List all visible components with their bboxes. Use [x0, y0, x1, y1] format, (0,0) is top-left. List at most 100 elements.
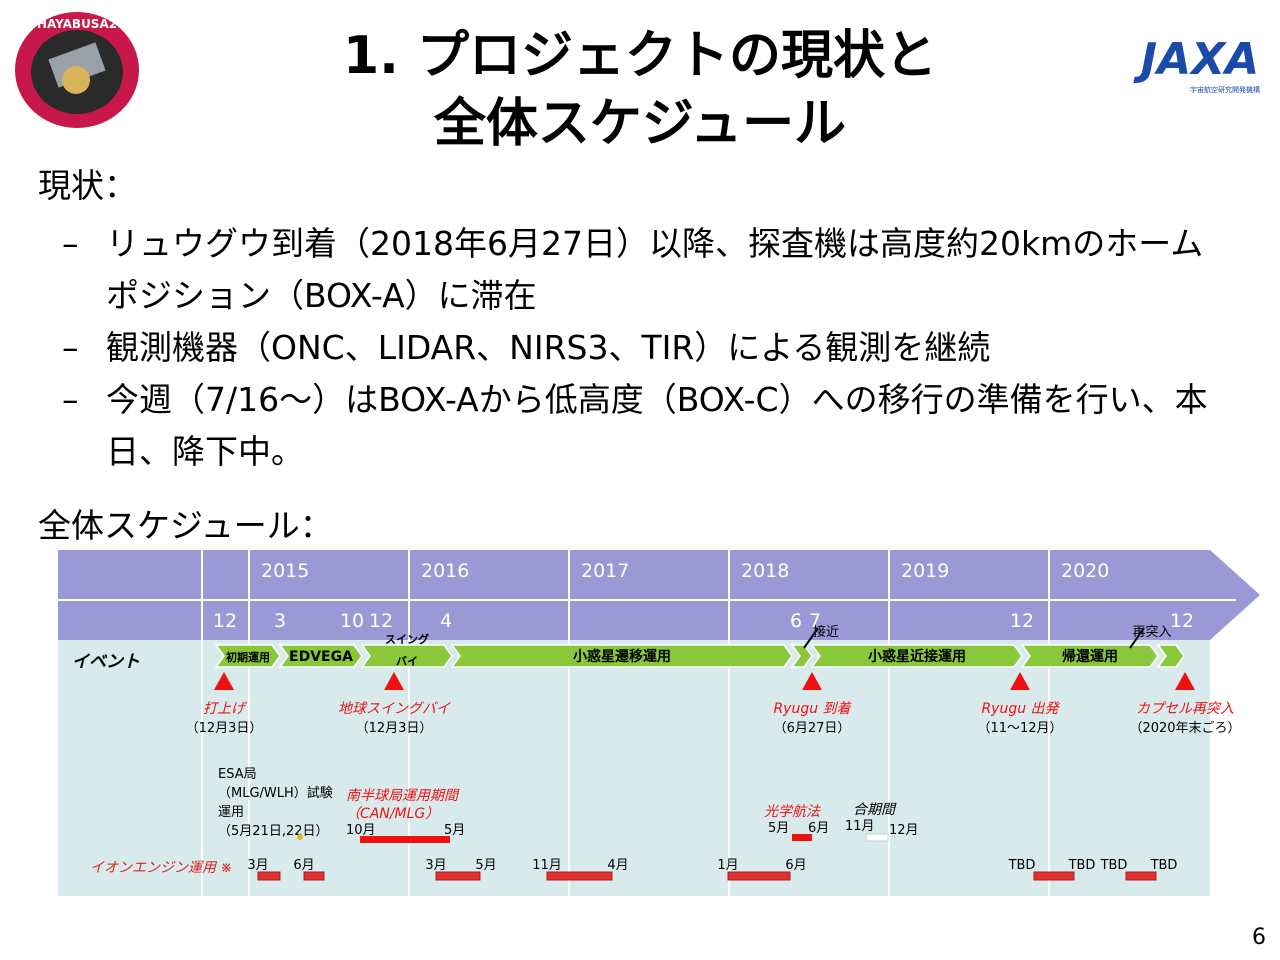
bullet-dash: – [62, 224, 79, 263]
milestone-date: （11～12月） [977, 721, 1062, 736]
month-label: 12 [213, 610, 237, 632]
conjunction-bar [865, 833, 889, 842]
phase-label: 小惑星近接運用 [868, 648, 966, 665]
optical-nav-start: 5月 [768, 821, 789, 836]
milestone-triangle [214, 672, 234, 690]
year-label: 2018 [741, 560, 789, 582]
milestone-name: Ryugu 出発 [981, 701, 1060, 717]
ion-op-start: 11月 [532, 858, 562, 873]
esa-note-line: （MLG/WLH）試験 [218, 785, 333, 801]
ion-op-bar [257, 871, 281, 881]
month-label: 7 [809, 610, 821, 632]
southern-start-month: 10月 [346, 823, 376, 838]
ion-op-end: 6月 [785, 858, 806, 873]
marker-label: 接近 [813, 624, 839, 640]
phase-arrow [278, 644, 363, 668]
milestone-triangle [802, 672, 822, 690]
phase-arrow [450, 644, 793, 668]
optical-nav-end: 6月 [808, 821, 829, 836]
ion-op-bar [1125, 871, 1157, 881]
schedule-label: 全体スケジュール： [38, 506, 333, 545]
milestone-name: Ryugu 到着 [773, 701, 851, 717]
chart-body-background [58, 640, 1210, 896]
ion-op-start: TBD [1008, 858, 1036, 873]
milestone-name: 地球スイングバイ [338, 701, 451, 717]
bullet-text: 観測機器（ONC、LIDAR、NIRS3、TIR）による観測を継続 [106, 328, 991, 367]
svg-text:HAYABUSA2: HAYABUSA2 [37, 17, 117, 31]
bullet-text: リュウグウ到着（2018年6月27日）以降、探査機は高度約20kmのホームポジシ… [106, 224, 1204, 315]
milestone-triangle [1175, 672, 1195, 690]
jaxa-logo: JAXA 宇宙航空研究開発機構 [1125, 22, 1275, 112]
ion-op-end: TBD [1150, 858, 1178, 873]
conjunction-start: 11月 [845, 819, 875, 834]
phase-arrow [214, 644, 281, 668]
status-label: 現状： [38, 166, 137, 205]
esa-note-line: 運用 [218, 805, 244, 820]
milestone-name: 打上げ [203, 701, 248, 717]
bullet-dash: – [62, 380, 79, 419]
page-title: 1. プロジェクトの現状と 全体スケジュール [250, 22, 1030, 158]
svg-text:宇宙航空研究開発機構: 宇宙航空研究開発機構 [1190, 85, 1260, 94]
svg-text:JAXA: JAXA [1133, 34, 1259, 85]
phase-label: 小惑星遷移運用 [573, 648, 671, 665]
esa-note-line: ESA局 [218, 767, 257, 782]
title-line-2: 全体スケジュール [433, 94, 847, 154]
title-line-1: 1. プロジェクトの現状と [342, 26, 938, 86]
phase-label: 初期運用 [226, 650, 270, 664]
phase-arrow [810, 644, 1023, 668]
event-row-label: イベント [72, 652, 140, 672]
phase-arrow [790, 644, 813, 668]
milestone-date: （12月3日） [356, 721, 433, 736]
ion-op-start: 3月 [425, 858, 446, 873]
page-number: 6 [1252, 925, 1266, 950]
ion-op-start: TBD [1100, 858, 1128, 873]
ion-op-start: 1月 [717, 858, 738, 873]
chart-header-band [58, 550, 1260, 640]
month-label: 10 [340, 610, 364, 632]
phase-arrow [1020, 644, 1159, 668]
optical-nav-label: 光学航法 [764, 804, 821, 820]
bullet-dash: – [62, 328, 79, 367]
southern-station-label: （CAN/MLG） [346, 806, 439, 822]
milestone-triangle [384, 672, 404, 690]
month-label: 4 [440, 610, 452, 632]
year-label: 2020 [1061, 560, 1109, 582]
phase-label: スイング [385, 632, 429, 646]
year-label: 2019 [901, 560, 949, 582]
ion-op-end: 5月 [475, 858, 496, 873]
month-label: 3 [274, 610, 286, 632]
month-label: 12 [1170, 610, 1194, 632]
conjunction-end: 12月 [889, 823, 919, 838]
ion-op-bar [435, 871, 481, 881]
milestone-date: （12月3日） [186, 721, 263, 736]
year-label: 2017 [581, 560, 629, 582]
ion-engine-label: イオンエンジン運用 ※ [90, 860, 232, 876]
southern-end-month: 5月 [444, 823, 465, 838]
esa-note-line: （5月21日,22日） [218, 824, 329, 839]
year-label: 2016 [421, 560, 469, 582]
ion-op-bar [1033, 871, 1075, 881]
marker-line [1129, 627, 1145, 649]
year-label: 2015 [261, 560, 309, 582]
phase-label: 帰還運用 [1062, 648, 1118, 665]
month-label: 12 [369, 610, 393, 632]
southern-station-bar [360, 836, 450, 843]
milestone-triangle [1010, 672, 1030, 690]
southern-station-label: 南半球局運用期間 [346, 788, 460, 804]
ion-op-start: 6月 [293, 858, 314, 873]
month-label: 12 [1010, 610, 1034, 632]
conjunction-label: 合期間 [853, 802, 897, 818]
hayabusa2-patch-logo: HAYABUSA2 [12, 10, 142, 130]
optical-nav-bar [792, 834, 812, 841]
month-label: 6 [790, 610, 802, 632]
milestone-date: （2020年末ごろ） [1129, 720, 1240, 736]
ion-op-bar [303, 871, 325, 881]
ion-op-start: 3月 [247, 858, 268, 873]
milestone-name: カプセル再突入 [1136, 701, 1234, 717]
ion-op-bar [727, 871, 791, 881]
marker-line [803, 627, 819, 649]
phase-label: バイ [396, 655, 418, 668]
phase-arrow [1156, 644, 1185, 668]
phase-label: EDVEGA [289, 649, 353, 665]
ion-op-end: TBD [1068, 858, 1096, 873]
